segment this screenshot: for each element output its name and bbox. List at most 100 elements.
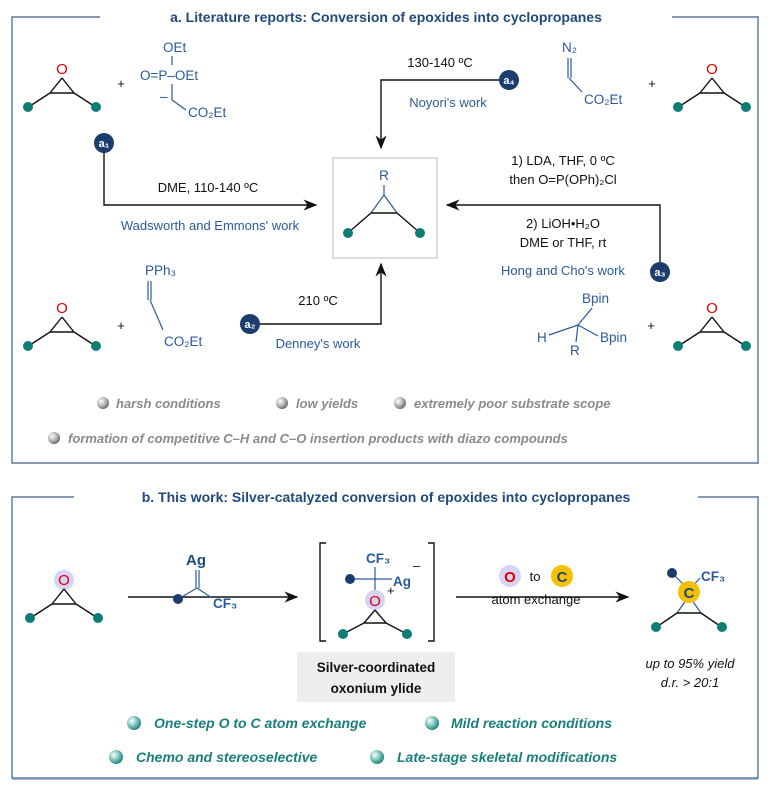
- substituent-dot: [91, 102, 101, 112]
- silver-carbene-reagent: Ag CF₃: [173, 552, 237, 611]
- conditions-a1: DME, 110-140 ºC: [158, 180, 259, 195]
- plus-sign: +: [647, 318, 655, 333]
- bullet-icon: [394, 397, 406, 409]
- svg-text:Ag: Ag: [393, 574, 411, 589]
- svg-text:CO₂Et: CO₂Et: [164, 334, 202, 349]
- badge-a2: [240, 314, 260, 334]
- svg-text:+: +: [387, 583, 395, 598]
- svg-text:Bpin: Bpin: [582, 291, 609, 306]
- badge-a4: [499, 70, 519, 90]
- epoxide-starting-material: O: [25, 570, 103, 623]
- svg-text:CF₃: CF₃: [213, 596, 237, 611]
- panel-a: a. Literature reports: Conversion of epo…: [11, 9, 759, 464]
- substituent-dot: [741, 102, 751, 112]
- svg-text:O: O: [369, 593, 381, 610]
- advantage-item: Chemo and stereoselective: [136, 749, 318, 765]
- advantage-item: Late-stage skeletal modifications: [397, 749, 617, 765]
- svg-text:a₂: a₂: [244, 319, 255, 331]
- svg-text:a₄: a₄: [503, 75, 514, 87]
- conditions-a3-step2: 2) LiOH•H₂O: [526, 216, 600, 231]
- svg-text:R: R: [570, 343, 580, 358]
- advantage-item: Mild reaction conditions: [451, 715, 612, 731]
- intermediate-label-box: [297, 652, 455, 702]
- svg-text:R: R: [379, 168, 389, 183]
- bullet-icon: [276, 397, 288, 409]
- svg-text:O: O: [504, 569, 516, 586]
- bullet-icon: [48, 432, 60, 444]
- diazo-reagent: N₂ CO₂Et: [562, 40, 622, 107]
- svg-text:to: to: [530, 569, 541, 584]
- conditions-a4: 130-140 ºC: [407, 55, 472, 70]
- bullet-icon: [425, 716, 439, 730]
- svg-text:C: C: [557, 569, 568, 586]
- svg-text:a₃: a₃: [654, 267, 665, 279]
- substituent-dot: [23, 102, 33, 112]
- drawback-item: low yields: [296, 396, 358, 411]
- substituent-dot: [23, 341, 33, 351]
- epoxide-top-right: O: [673, 61, 751, 112]
- svg-text:PPh₃: PPh₃: [145, 263, 176, 278]
- oxygen-atom: O: [706, 61, 718, 78]
- atom-exchange-label: O to C atom exchange: [492, 565, 580, 607]
- svg-text:CO₂Et: CO₂Et: [188, 105, 226, 120]
- svg-text:N₂: N₂: [562, 40, 577, 55]
- intermediate-label: oxonium ylide: [331, 681, 422, 696]
- svg-text:CO₂Et: CO₂Et: [584, 92, 622, 107]
- substituent-dot: [93, 613, 103, 623]
- phosphorus-ylide-reagent: PPh₃ CO₂Et: [145, 263, 202, 349]
- svg-text:Bpin: Bpin: [600, 330, 627, 345]
- plus-sign: +: [117, 318, 125, 333]
- svg-text:O=P–OEt: O=P–OEt: [140, 68, 198, 83]
- epoxide-top-left: O: [23, 61, 101, 112]
- svg-text:C: C: [684, 585, 695, 602]
- svg-text:a₁: a₁: [99, 138, 110, 150]
- oxygen-atom: O: [58, 572, 70, 589]
- panel-b: b. This work: Silver-catalyzed conversio…: [11, 489, 759, 780]
- epoxide-bottom-left: O: [23, 300, 101, 351]
- conditions-a3-step1b: then O=P(OPh)₂Cl: [509, 172, 616, 187]
- dr-text: d.r. > 20:1: [661, 675, 719, 690]
- drawback-item: formation of competitive C–H and C–O ins…: [68, 431, 568, 446]
- cf3-cyclopropane-product: CF₃ C: [651, 568, 727, 632]
- bullet-icon: [370, 750, 384, 764]
- substituent-dot: [673, 102, 683, 112]
- drawback-item: extremely poor substrate scope: [414, 396, 611, 411]
- panel-a-title: a. Literature reports: Conversion of epo…: [170, 9, 602, 25]
- bullet-icon: [97, 397, 109, 409]
- drawback-item: harsh conditions: [116, 396, 221, 411]
- credit-a2: Denney's work: [276, 336, 361, 351]
- bullet-icon: [109, 750, 123, 764]
- svg-text:H: H: [537, 330, 547, 345]
- highlight-halo: [54, 570, 74, 590]
- svg-text:OEt: OEt: [163, 40, 187, 55]
- intermediate-label: Silver-coordinated: [317, 660, 436, 675]
- svg-text:–: –: [413, 558, 421, 573]
- plus-sign: +: [117, 76, 125, 91]
- conditions-a3-step2b: DME or THF, rt: [520, 235, 607, 250]
- arrow-a2: [260, 262, 387, 325]
- svg-text:CF₃: CF₃: [366, 551, 390, 566]
- oxonium-ylide-intermediate: CF₃ Ag – O +: [319, 542, 435, 642]
- badge-a1: [94, 133, 114, 153]
- advantage-item: One-step O to C atom exchange: [154, 715, 367, 731]
- substituent-dot: [741, 341, 751, 351]
- advantages-list: One-step O to C atom exchange Mild react…: [109, 715, 617, 765]
- panel-b-title: b. This work: Silver-catalyzed conversio…: [142, 489, 631, 505]
- arrow-a3: [445, 199, 661, 262]
- phosphonate-reagent: OEt O=P–OEt – CO₂Et: [140, 40, 226, 120]
- arrow-a1: [103, 150, 318, 211]
- arrow-a4: [375, 79, 500, 150]
- credit-a4: Noyori's work: [409, 95, 487, 110]
- oxygen-atom: O: [56, 61, 68, 78]
- substituent-dot: [91, 341, 101, 351]
- cyclopropane-product: R: [332, 157, 438, 259]
- svg-text:–: –: [160, 89, 168, 104]
- conditions-a2: 210 ºC: [298, 293, 337, 308]
- credit-a1: Wadsworth and Emmons' work: [121, 218, 300, 233]
- drawbacks-list: harsh conditions low yields extremely po…: [48, 396, 611, 446]
- svg-text:Ag: Ag: [186, 552, 206, 569]
- conditions-a3-step1: 1) LDA, THF, 0 ºC: [511, 153, 614, 168]
- yield-text: up to 95% yield: [646, 656, 736, 671]
- svg-text:CF₃: CF₃: [701, 569, 725, 584]
